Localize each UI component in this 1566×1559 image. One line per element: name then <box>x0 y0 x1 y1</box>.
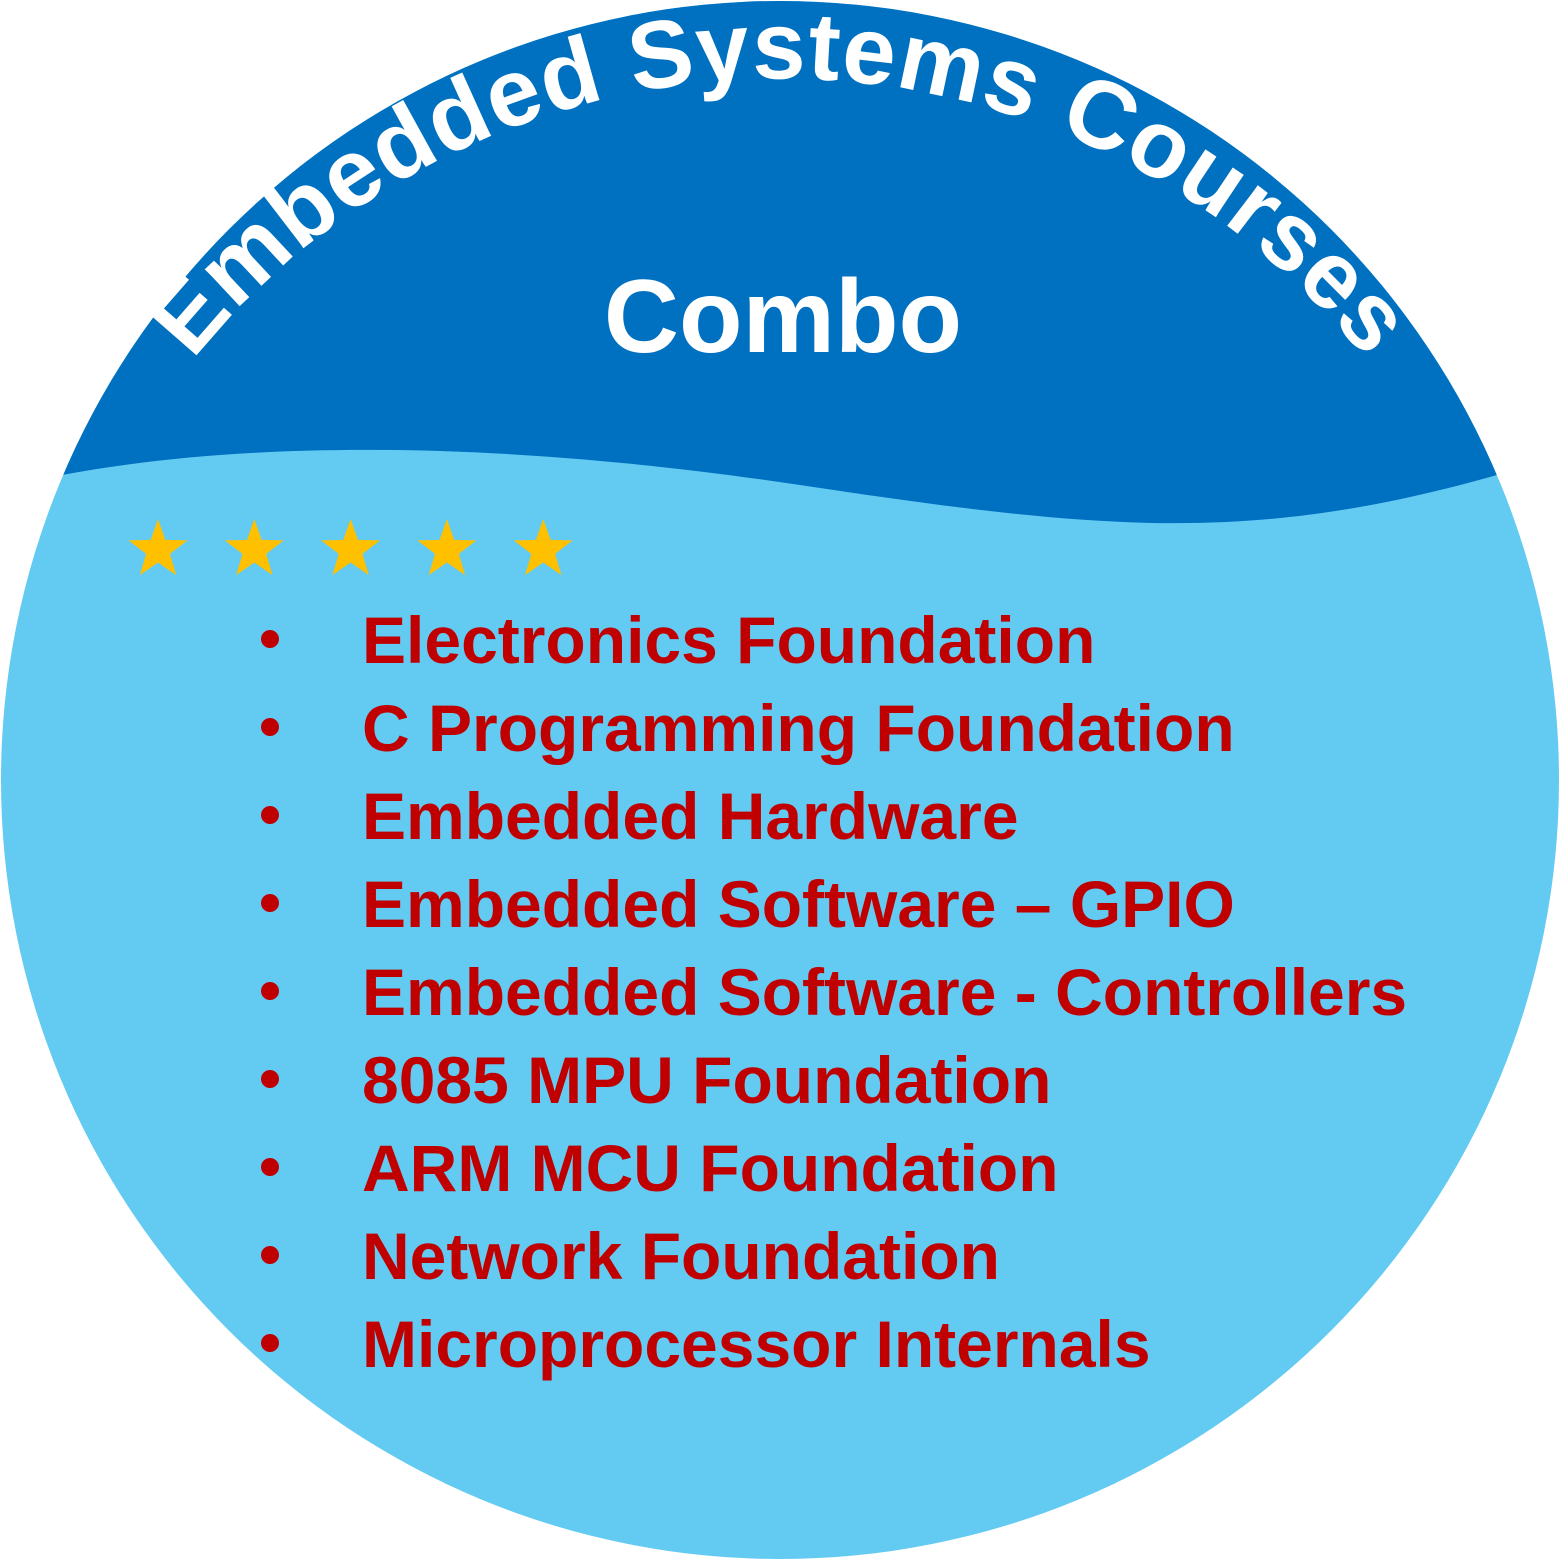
bullet-icon <box>261 894 279 912</box>
bullet-icon <box>261 1246 279 1264</box>
star-rating <box>128 519 573 576</box>
course-list: Electronics Foundation C Programming Foun… <box>261 603 1407 1381</box>
star-icon <box>321 519 381 576</box>
badge-subtitle: Combo <box>604 259 962 375</box>
star-icon <box>513 519 573 576</box>
bullet-icon <box>261 1334 279 1352</box>
star-icon <box>128 519 188 576</box>
course-item: ARM MCU Foundation <box>362 1131 1059 1205</box>
course-item: Embedded Software - Controllers <box>362 955 1407 1029</box>
bullet-icon <box>261 1070 279 1088</box>
bullet-icon <box>261 718 279 736</box>
course-item: 8085 MPU Foundation <box>362 1043 1051 1117</box>
course-item: C Programming Foundation <box>362 691 1235 765</box>
course-item: Embedded Software – GPIO <box>362 867 1235 941</box>
star-icon <box>417 519 477 576</box>
bullet-icon <box>261 630 279 648</box>
course-item: Microprocessor Internals <box>362 1307 1151 1381</box>
bullet-icon <box>261 1158 279 1176</box>
bullet-icon <box>261 806 279 824</box>
star-icon <box>224 519 284 576</box>
course-item: Embedded Hardware <box>362 779 1019 853</box>
course-item: Electronics Foundation <box>362 603 1095 677</box>
badge-header-band <box>62 1 1497 524</box>
bullet-icon <box>261 982 279 1000</box>
course-item: Network Foundation <box>362 1219 1000 1293</box>
